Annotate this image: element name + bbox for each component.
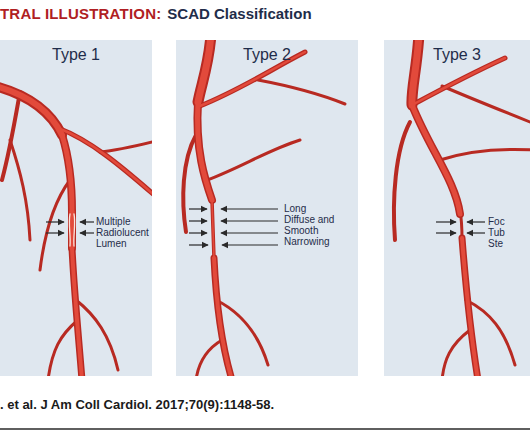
panel-heading: Type 3 xyxy=(384,40,530,64)
subtitle-label: SCAD Classification xyxy=(167,5,311,22)
type-panel: Type 3 Foc Tub Ste xyxy=(384,40,530,376)
callout-text: Multiple Radiolucent Lumen xyxy=(96,216,151,249)
panel-heading: Type 2 xyxy=(176,40,358,64)
type-panel: Type 2 Long Diffuse and Smooth Narrowing xyxy=(176,40,358,376)
panel-ground xyxy=(384,40,530,376)
callout-text: Foc Tub Ste xyxy=(488,216,512,249)
vessel-tree xyxy=(183,40,345,376)
citation-caption: . et al. J Am Coll Cardiol. 2017;70(9):1… xyxy=(0,397,274,412)
vessel-tree xyxy=(0,86,152,376)
type-panel: Type 1 Multiple Radiolucent Lumen xyxy=(0,40,152,376)
pointer-arrow xyxy=(46,222,94,233)
rule-line xyxy=(0,428,530,430)
callout-text: Long Diffuse and Smooth Narrowing xyxy=(284,203,336,247)
header-row: TRAL ILLUSTRATION: SCAD Classification xyxy=(0,5,312,22)
pointer-arrow xyxy=(436,222,485,233)
vessel-tree xyxy=(394,40,530,376)
figure-title: TRAL ILLUSTRATION: xyxy=(0,5,161,22)
pointer-arrow xyxy=(189,209,278,245)
panel-heading: Type 1 xyxy=(0,40,152,64)
